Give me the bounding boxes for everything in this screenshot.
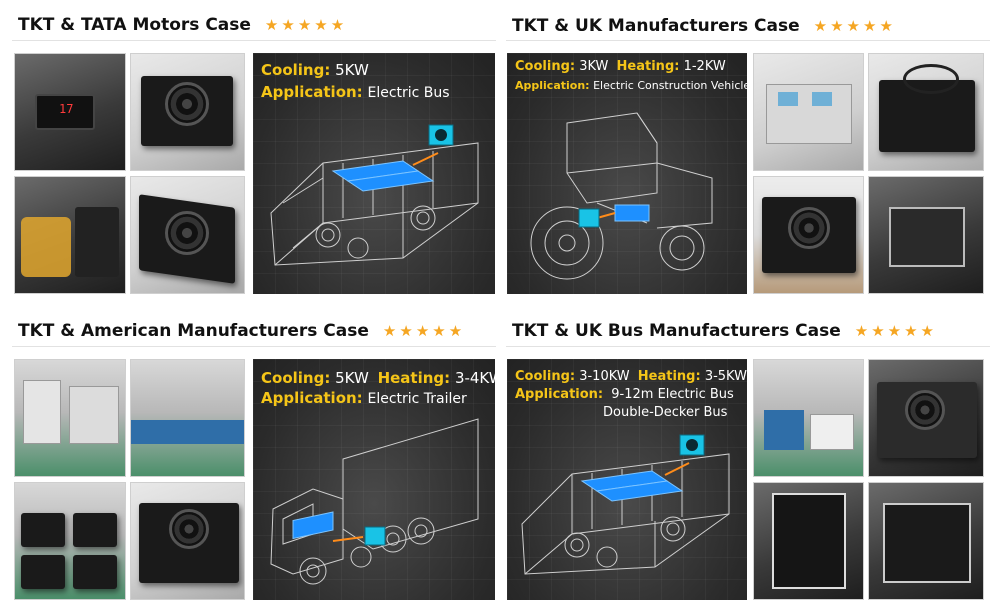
- case-title-text: TKT & American Manufacturers Case: [18, 321, 369, 341]
- spec-line: Application: 9-12m Electric Bus: [515, 387, 734, 402]
- product-photo-unit-closeup: [130, 482, 245, 600]
- bus-wireframe-icon: [521, 434, 730, 575]
- spec-label: Application:: [515, 387, 604, 402]
- spec-value: 9-12m Electric Bus: [611, 387, 734, 402]
- divider: [506, 40, 990, 41]
- star-icon: ★: [415, 321, 430, 340]
- product-photo-unit-angle: [130, 176, 245, 294]
- star-icon: ★: [314, 15, 328, 34]
- divider: [12, 346, 496, 347]
- divider: [506, 346, 990, 347]
- star-icon: ★: [830, 16, 844, 35]
- spec-line: Cooling: 5KW Heating: 3-4KW: [261, 369, 495, 387]
- truck-wireframe-icon: [270, 418, 479, 585]
- spec-value: 1-2KW: [683, 59, 726, 74]
- star-icon: ★: [297, 15, 312, 34]
- spec-value: 3KW: [579, 59, 609, 74]
- star-icon: ★: [330, 15, 345, 34]
- spec-value: 5KW: [335, 61, 369, 79]
- diagram-construction-vehicle: Cooling: 3KW Heating: 1-2KW Application:…: [507, 53, 747, 294]
- star-icon: ★: [879, 16, 893, 35]
- rating-stars: ★★★★★: [382, 321, 463, 340]
- star-icon: ★: [920, 321, 934, 340]
- spec-line: Cooling: 3KW Heating: 1-2KW: [515, 59, 726, 74]
- case-title-tata: TKT & TATA Motors Case ★★★★★: [18, 10, 344, 40]
- diagram-electric-bus: Cooling: 5KW Application: Electric Bus: [253, 53, 495, 294]
- star-icon: ★: [904, 321, 918, 340]
- spec-value: 5KW: [335, 369, 369, 387]
- spec-label: Cooling:: [515, 369, 576, 384]
- spec-label: Heating:: [377, 369, 451, 387]
- case-title-uk-bus: TKT & UK Bus Manufacturers Case ★★★★★: [512, 316, 934, 346]
- star-icon: ★: [432, 321, 446, 340]
- spec-label: Cooling:: [261, 61, 331, 79]
- rating-stars: ★★★★★: [813, 16, 893, 35]
- product-photo-production-line: [130, 359, 245, 477]
- spec-label: Application:: [261, 83, 363, 101]
- spec-line: Double-Decker Bus: [603, 405, 727, 420]
- star-icon: ★: [854, 321, 869, 340]
- star-icon: ★: [448, 321, 463, 340]
- star-icon: ★: [862, 16, 877, 35]
- spec-label: Heating:: [616, 59, 680, 74]
- product-photo-units-floor: [14, 482, 126, 600]
- spec-line: Application: Electric Trailer: [261, 389, 467, 407]
- product-photo-unit-pallet: [753, 176, 864, 294]
- star-icon: ★: [281, 15, 295, 34]
- spec-value: Electric Trailer: [367, 391, 467, 407]
- case-title-text: TKT & UK Manufacturers Case: [512, 16, 800, 36]
- product-photo-unit: [130, 53, 245, 171]
- product-photo-test-bench: [753, 53, 864, 171]
- rating-stars: ★★★★★: [264, 15, 345, 34]
- product-photo-engine-bay: [868, 176, 984, 294]
- divider: [12, 40, 496, 41]
- star-icon: ★: [264, 15, 279, 34]
- spec-label: Heating:: [637, 369, 701, 384]
- case-title-text: TKT & UK Bus Manufacturers Case: [512, 321, 841, 341]
- diagram-electric-trailer: Cooling: 5KW Heating: 3-4KW Application:…: [253, 359, 495, 600]
- star-icon: ★: [846, 16, 860, 35]
- spec-line: Application: Electric Bus: [261, 83, 450, 101]
- product-photo-wiring: [14, 176, 126, 294]
- rating-stars: ★★★★★: [854, 321, 934, 340]
- case-title-text: TKT & TATA Motors Case: [18, 15, 251, 35]
- diagram-uk-bus: Cooling: 3-10KW Heating: 3-5KW Applicati…: [507, 359, 747, 600]
- star-icon: ★: [887, 321, 902, 340]
- product-photo-unit-cables: [868, 53, 984, 171]
- spec-value: Electric Construction Vehicle: [593, 79, 747, 92]
- spec-value: Double-Decker Bus: [603, 405, 728, 420]
- star-icon: ★: [871, 321, 885, 340]
- spec-line: Cooling: 3-10KW Heating: 3-5KW: [515, 369, 747, 384]
- product-photo-installed-unit: [753, 482, 864, 600]
- product-photo-unit-open: [868, 482, 984, 600]
- spec-line: Cooling: 5KW: [261, 61, 369, 79]
- spec-value: 3-5KW: [704, 369, 747, 384]
- spec-label: Application:: [515, 79, 590, 92]
- product-photo-unit-wrapped: [868, 359, 984, 477]
- product-photo-workshop: [753, 359, 864, 477]
- product-photo-controller: 17: [14, 53, 126, 171]
- case-title-uk: TKT & UK Manufacturers Case ★★★★★: [512, 11, 893, 41]
- case-title-american: TKT & American Manufacturers Case ★★★★★: [18, 316, 462, 346]
- spec-value: 3-10KW: [579, 369, 630, 384]
- spec-label: Cooling:: [261, 369, 331, 387]
- star-icon: ★: [382, 321, 397, 340]
- spec-value: 3-4KW: [454, 369, 495, 387]
- star-icon: ★: [813, 16, 828, 35]
- product-photo-factory-benches: [14, 359, 126, 477]
- spec-line: Application: Electric Construction Vehic…: [515, 79, 747, 92]
- spec-label: Cooling:: [515, 59, 576, 74]
- tractor-wireframe-icon: [530, 112, 713, 280]
- spec-value: Electric Bus: [367, 85, 450, 101]
- star-icon: ★: [399, 321, 413, 340]
- bus-wireframe-icon: [270, 124, 479, 266]
- spec-label: Application:: [261, 389, 363, 407]
